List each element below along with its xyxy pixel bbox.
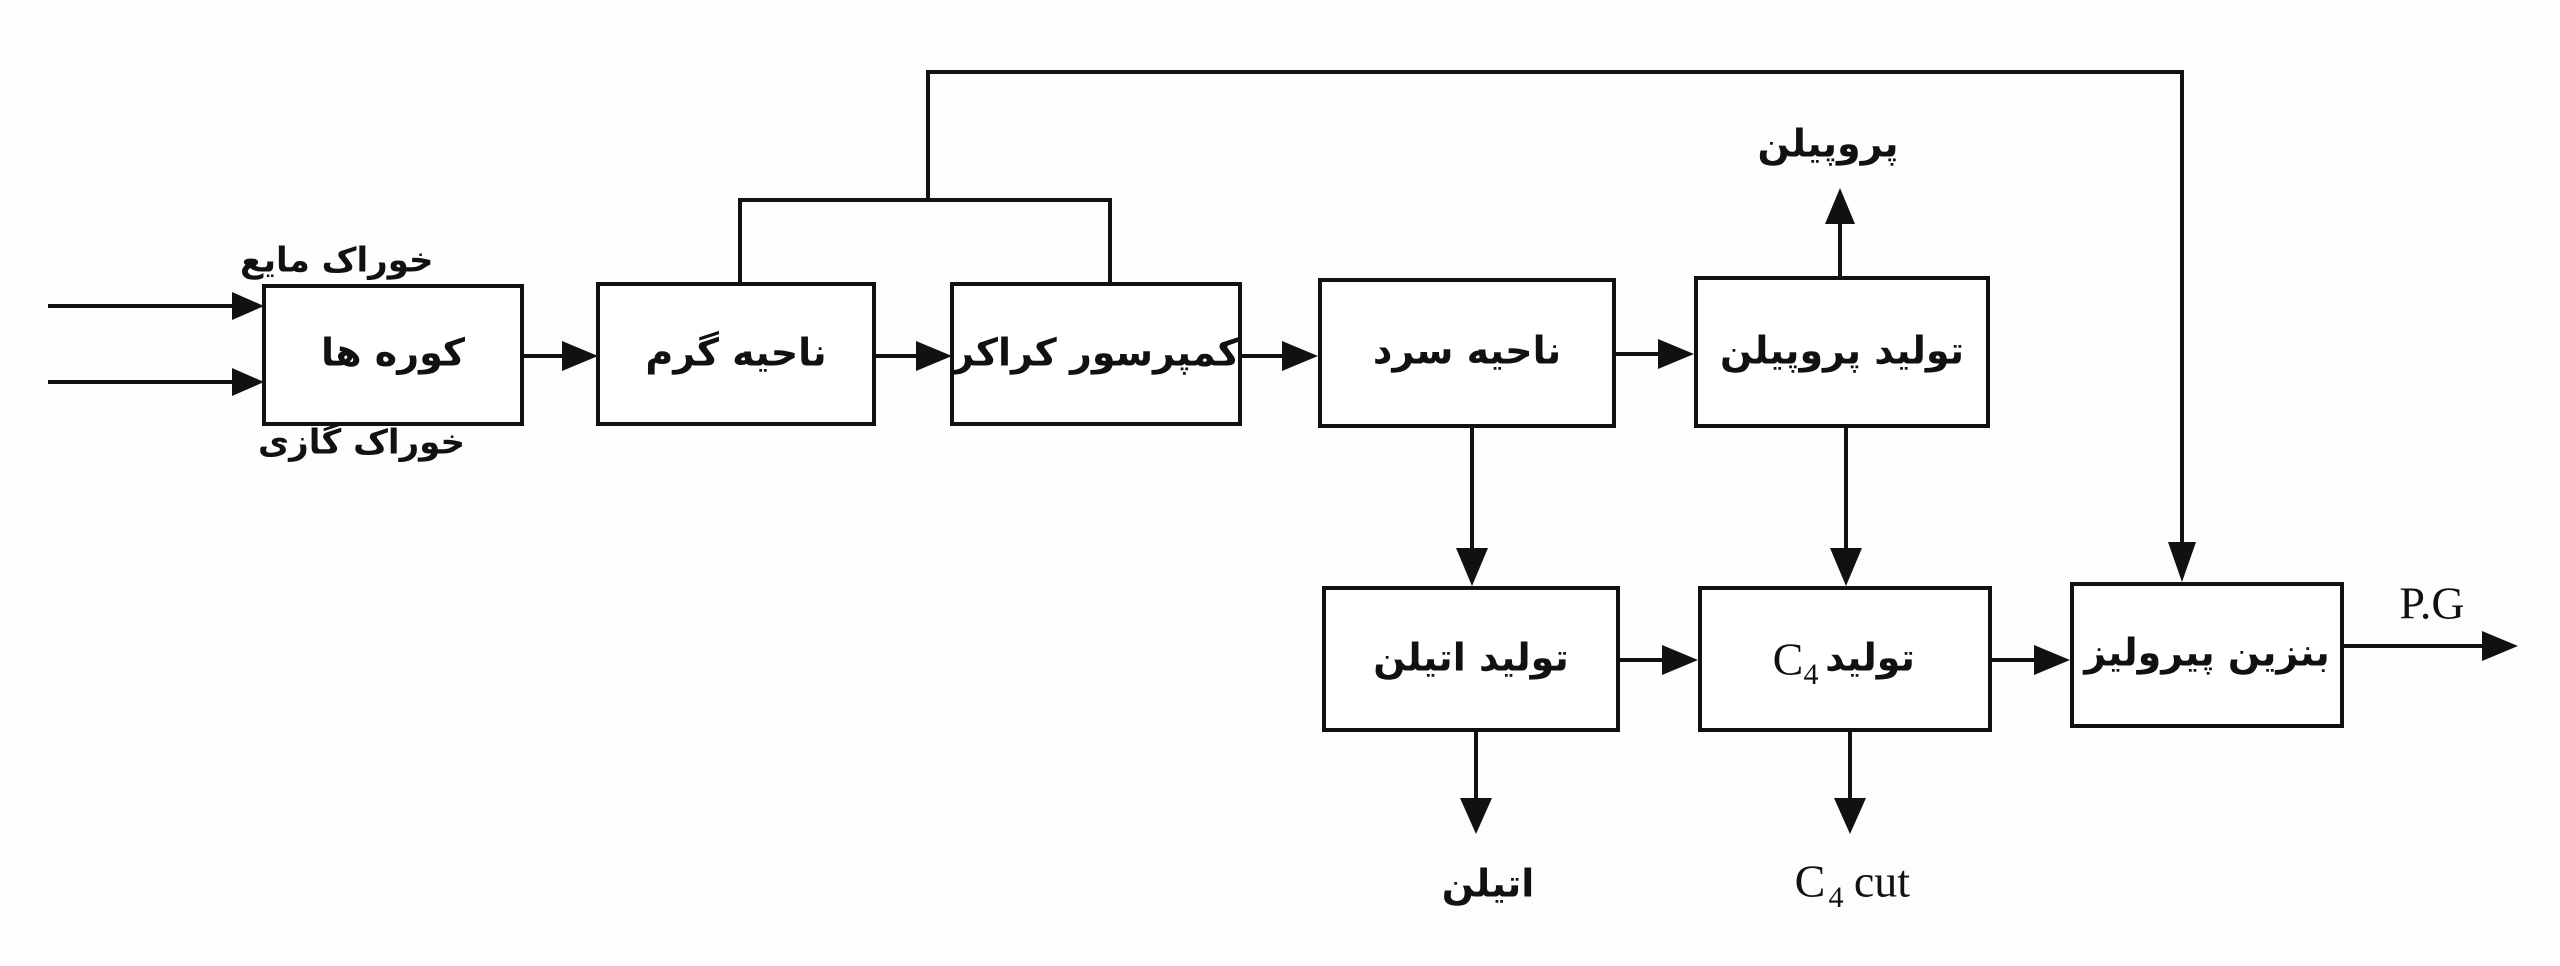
hot-compressor-overhead-line — [738, 198, 1112, 283]
block-furnaces: کوره ها — [262, 284, 524, 426]
block-hot-section: ناحیه گرم — [596, 282, 876, 426]
arrow-pg-output — [2482, 631, 2518, 661]
arrow-into-pyrolysis-gasoline — [2168, 542, 2196, 582]
block-hot-section-label: ناحیه گرم — [645, 331, 826, 376]
block-furnaces-label: کوره ها — [321, 331, 466, 375]
pg-output-label: P.G — [2399, 578, 2464, 629]
gas-feed-label: خوراک گازی — [258, 423, 465, 463]
block-pyrolysis-gasoline: بنزین پیرولیز — [2070, 582, 2344, 728]
arrow-into-c4-production — [1830, 548, 1862, 586]
block-cracked-gas-compressor: کمپرسور کراکر — [950, 282, 1242, 426]
block-ethylene-production: تولید اتیلن — [1322, 586, 1620, 732]
c4cut-symbol: C — [1795, 856, 1826, 907]
arrow-into-ethylene-production — [1456, 548, 1488, 586]
c4cut-subscript: 4 — [1829, 881, 1844, 914]
arrow-into-compressor — [916, 341, 952, 371]
block-c4-subscript: 4 — [1804, 658, 1819, 691]
arrow-c4cut-output — [1834, 798, 1866, 834]
block-compressor-label: کمپرسور کراکر — [950, 331, 1240, 375]
block-propylene-label: تولید پروپیلن — [1720, 329, 1964, 374]
block-c4-word: تولید — [1825, 636, 1915, 680]
ethylene-output-label: اتیلن — [1442, 862, 1535, 906]
liquid-feed-label: خوراک مایع — [240, 241, 434, 281]
block-pyrolysis-gasoline-label: بنزین پیرولیز — [2082, 631, 2330, 676]
block-cold-section-label: ناحیه سرد — [1373, 329, 1561, 373]
c4cut-suffix: cut — [1854, 856, 1910, 907]
arrow-propylene-output — [1825, 188, 1855, 224]
propylene-output-label: پروپیلن — [1757, 122, 1898, 167]
arrow-into-cold-section — [1282, 341, 1318, 371]
recycle-to-gasoline-line — [926, 70, 2184, 550]
arrow-into-hot-section — [562, 341, 598, 371]
block-c4-production: تولید C 4 — [1698, 586, 1992, 732]
block-cold-section: ناحیه سرد — [1318, 278, 1616, 428]
c4cut-output-label: C 4 cut — [1795, 856, 1911, 914]
block-propylene-production: تولید پروپیلن — [1694, 276, 1990, 428]
arrow-into-propylene-production — [1658, 339, 1694, 369]
arrow-ethylene-output — [1460, 798, 1492, 834]
block-ethylene-label: تولید اتیلن — [1373, 636, 1569, 680]
arrow-liquid-feed — [232, 292, 264, 320]
arrow-ethylene-to-c4 — [1662, 645, 1698, 675]
arrow-c4-to-gasoline — [2034, 645, 2070, 675]
arrow-gas-feed — [232, 368, 264, 396]
block-c4-symbol: C — [1773, 634, 1804, 685]
